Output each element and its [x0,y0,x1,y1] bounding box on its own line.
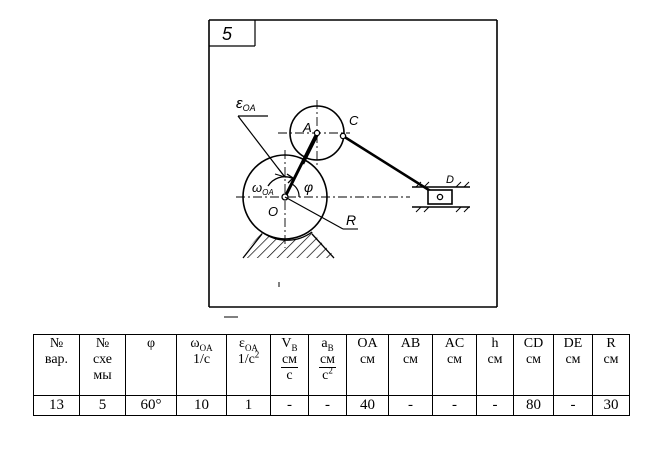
header-phi: φ [125,334,177,396]
table-header-row: № вар. № схе мы φ ωOA 1/с εOA 1/с2 VB см… [33,334,630,396]
label-C: C [349,113,359,128]
label-omega: ωOA [252,180,274,197]
label-epsilon: εOA [236,95,256,113]
value-epsilon: 1 [226,395,271,416]
label-R: R [346,212,356,228]
value-R: 30 [592,395,630,416]
parameters-table: № вар. № схе мы φ ωOA 1/с εOA 1/с2 VB см… [33,334,630,416]
label-O: O [268,204,278,219]
label-A: A [302,120,312,135]
slider-D [412,181,470,213]
value-phi: 60° [125,395,177,416]
header-h: h см [476,334,514,396]
label-phi: φ [304,179,313,195]
header-DE: DE см [553,334,593,396]
header-R: R см [592,334,630,396]
crank-OA [283,132,319,198]
header-AB: AB см [388,334,433,396]
phi-arc [291,183,300,198]
value-AB: - [388,395,433,416]
scheme-number: 5 [222,24,233,44]
epsilon-leader [237,115,287,178]
value-h: - [476,395,514,416]
value-acceleration: - [308,395,347,416]
frame-marks [224,282,280,318]
header-OA: OA см [346,334,389,396]
value-CD: 80 [513,395,554,416]
value-OA: 40 [346,395,389,416]
header-CD: CD см [513,334,554,396]
rod-CD [342,134,441,199]
header-epsilon: εOA 1/с2 [226,334,271,396]
joint-A [313,129,321,137]
label-D: D [446,174,454,186]
joint-C [339,132,347,140]
value-AC: - [432,395,477,416]
header-omega: ωOA 1/с [176,334,227,396]
header-AC: AC см [432,334,477,396]
header-scheme: № схе мы [79,334,126,396]
mechanism-scheme: 5 [208,19,498,318]
scheme-frame [208,19,498,308]
header-variant: № вар. [33,334,80,396]
value-scheme: 5 [79,395,126,416]
value-DE: - [553,395,593,416]
value-omega: 10 [176,395,227,416]
table-row: 13 5 60° 10 1 - - 40 - - - 80 - 30 [33,395,630,416]
value-variant: 13 [33,395,80,416]
value-velocity: - [270,395,309,416]
omega-arrow [267,173,295,187]
R-leader [284,196,344,230]
